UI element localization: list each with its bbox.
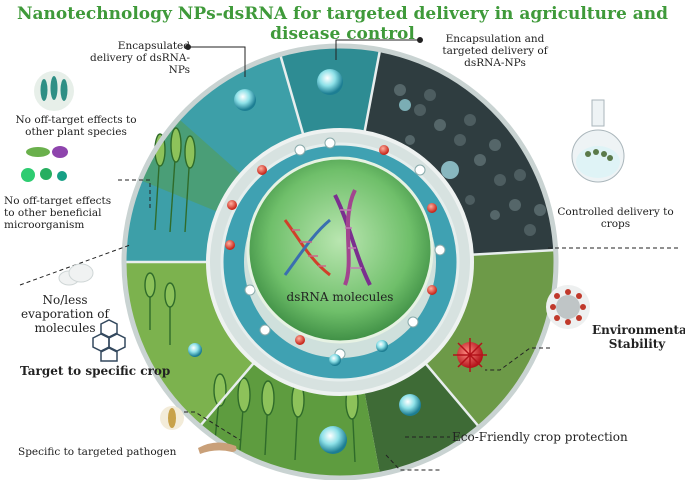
label-dsrna-molecules: dsRNA molecules	[280, 290, 400, 304]
label-no-evaporation: No/less evaporation of molecules	[10, 293, 120, 335]
label-encapsulation-targeted: Encapsulation and targeted delivery of d…	[425, 33, 565, 69]
label-encapsulated-delivery: Encapsulated delivery of dsRNA-NPs	[80, 40, 190, 76]
microorganism-icon	[16, 140, 78, 190]
wheat-spikes-icon	[30, 70, 78, 112]
label-target-crop: Target to specific crop	[20, 364, 180, 378]
label-no-offtarget-plant: No off-target effects to other plant spe…	[6, 114, 146, 138]
label-specific-pathogen: Specific to targeted pathogen	[18, 446, 198, 458]
flask-icon	[568, 96, 628, 186]
center-sphere	[248, 158, 432, 342]
label-controlled-delivery: Controlled delivery to crops	[548, 206, 683, 230]
label-environmental-stability: Environmental Stability	[592, 323, 682, 351]
cloud-icon	[55, 262, 99, 288]
larva-icon	[196, 440, 240, 456]
label-eco-friendly: Eco-Friendly crop protection	[452, 430, 652, 444]
wheat-grain-icon	[160, 403, 184, 433]
virus-particle	[453, 338, 487, 372]
label-no-offtarget-micro: No off-target effects to other beneficia…	[4, 195, 119, 231]
virus-icon	[545, 284, 591, 330]
